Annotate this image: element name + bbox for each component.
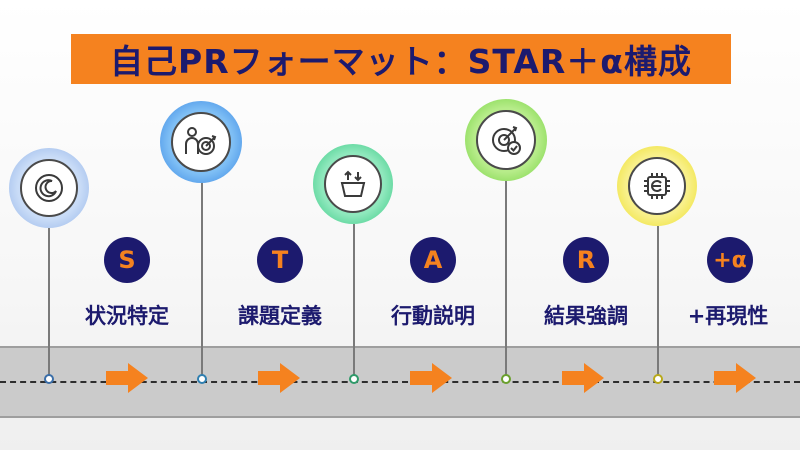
road-dot-5 bbox=[653, 374, 663, 384]
stem-3 bbox=[353, 224, 355, 378]
step-badge-t: T bbox=[257, 237, 303, 283]
stem-5 bbox=[657, 226, 659, 378]
road-dot-2 bbox=[197, 374, 207, 384]
title-banner: 自己PRフォーマット：STAR＋α構成 bbox=[71, 34, 731, 84]
basket-arrows-icon bbox=[340, 170, 366, 197]
stem-4 bbox=[505, 180, 507, 378]
moon-clock-icon bbox=[35, 174, 63, 202]
page-title: 自己PRフォーマット：STAR＋α構成 bbox=[110, 42, 692, 81]
stem-1 bbox=[48, 228, 50, 378]
stem-2 bbox=[201, 182, 203, 378]
arrow-2 bbox=[258, 363, 300, 393]
road-dot-1 bbox=[44, 374, 54, 384]
road-dot-4 bbox=[501, 374, 511, 384]
target-check-icon bbox=[492, 126, 521, 155]
arrow-4 bbox=[562, 363, 604, 393]
arrow-5 bbox=[714, 363, 756, 393]
step-label-3: 行動説明 bbox=[391, 304, 475, 328]
step-pin-2 bbox=[160, 101, 242, 183]
step-badge-alpha: +α bbox=[707, 237, 753, 283]
target-person-icon bbox=[185, 127, 217, 155]
step-label-2: 課題定義 bbox=[238, 304, 322, 328]
arrow-3 bbox=[410, 363, 452, 393]
step-label-1: 状況特定 bbox=[85, 304, 169, 328]
step-badge-r: R bbox=[563, 237, 609, 283]
step-badge-a: A bbox=[410, 237, 456, 283]
step-pin-4 bbox=[465, 99, 547, 181]
step-pin-1 bbox=[9, 148, 89, 228]
road-center-line bbox=[0, 381, 800, 383]
step-label-5: +再現性 bbox=[687, 304, 769, 328]
step-label-4: 結果強調 bbox=[544, 304, 628, 328]
step-pin-3 bbox=[313, 144, 393, 224]
road-dot-3 bbox=[349, 374, 359, 384]
arrow-1 bbox=[106, 363, 148, 393]
chip-e-icon bbox=[644, 173, 670, 199]
step-pin-5 bbox=[617, 146, 697, 226]
step-badge-s: S bbox=[104, 237, 150, 283]
